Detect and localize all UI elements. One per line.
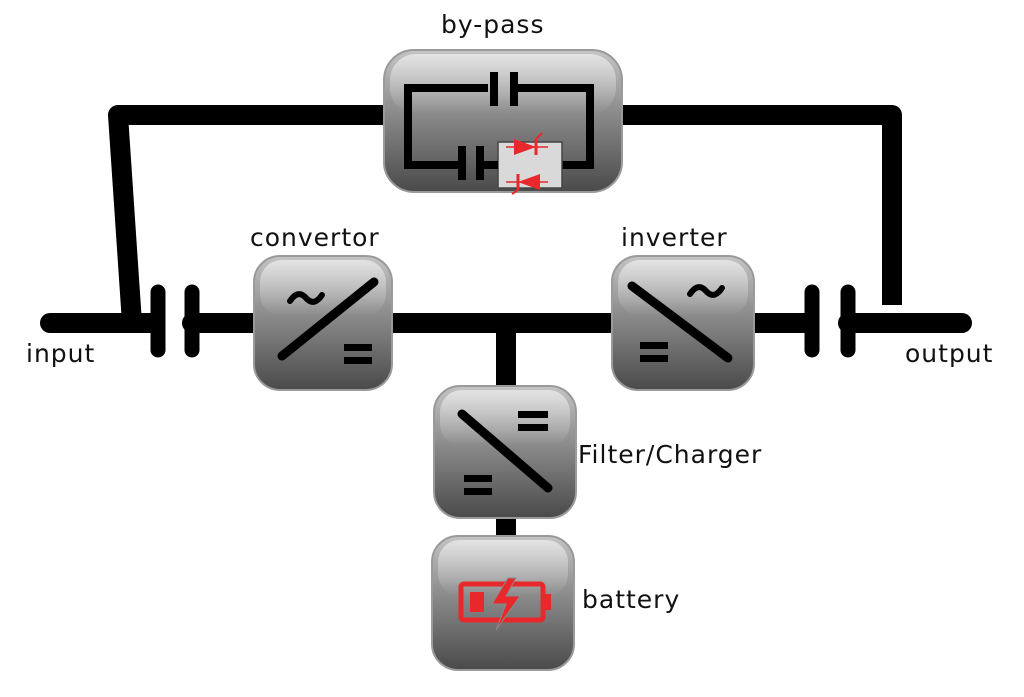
inverter-module <box>611 255 755 391</box>
input-label: input <box>26 339 96 368</box>
filter-charger-module <box>433 385 577 519</box>
battery-module <box>431 535 575 671</box>
convertor-module <box>253 255 393 391</box>
dc-to-dc-icon <box>457 409 553 495</box>
bypass-left-wire <box>108 105 408 324</box>
battery-charging-icon <box>458 577 551 631</box>
static-switch-thyristor-icon <box>404 72 594 195</box>
dc-to-ac-icon <box>627 281 733 363</box>
convertor-label: convertor <box>250 223 380 252</box>
inverter-label: inverter <box>621 223 728 252</box>
bypass-right-wire <box>590 105 902 305</box>
input-switch-icon <box>150 284 200 358</box>
battery-label: battery <box>582 585 681 614</box>
ac-to-dc-icon <box>277 277 379 364</box>
bypass-label: by-pass <box>441 10 545 39</box>
filter-charger-label: Filter/Charger <box>578 440 763 469</box>
output-label: output <box>905 339 994 368</box>
bypass-module <box>383 49 623 195</box>
output-switch-icon <box>804 284 856 358</box>
